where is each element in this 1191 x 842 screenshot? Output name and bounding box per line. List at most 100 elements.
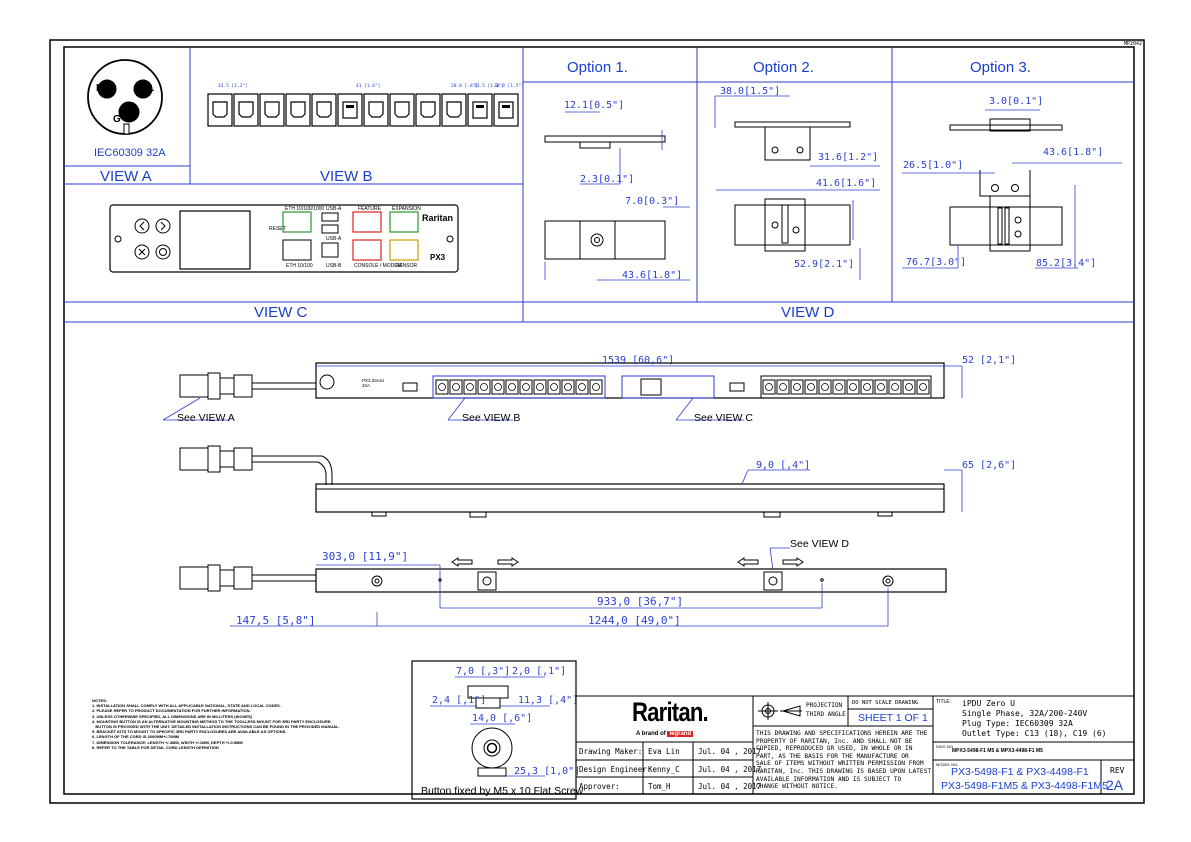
opt1-dim-3: 7.0[0.3"] [625, 196, 680, 207]
title-block-grid [575, 695, 1135, 795]
opt3-dim-5: 85.2[3.4"] [1036, 258, 1097, 269]
date-3: Jul. 04 , 2017 [698, 782, 762, 791]
projection-2: THIRD ANGLE [806, 711, 846, 718]
opt1-dim-2: 2.3[0.1"] [580, 174, 635, 185]
model-label: MODEL NO. [936, 762, 959, 767]
outlet-c13 [441, 93, 467, 127]
btn-dim-6: 25,3 [1,0"] [514, 766, 581, 777]
pdu-front-view [179, 362, 945, 400]
side-view-dims [741, 469, 963, 512]
btn-dim-5: 14,0 [,6"] [472, 713, 533, 724]
outlet-c13 [415, 93, 441, 127]
see-view-d: See VIEW D [790, 538, 849, 550]
title-lines: iPDU Zero U Single Phase, 32A/200-240V P… [962, 699, 1107, 738]
port-eth-100: ETH 10/100 [286, 263, 313, 269]
date-1: Jul. 04 , 2017 [698, 747, 762, 756]
option-1-dims [544, 111, 690, 281]
outlet-c13 [363, 93, 389, 127]
front-outlet [832, 379, 846, 395]
note-1: 1. INSTALLATION SHALL COMPLY WITH ALL AP… [92, 703, 281, 709]
dim-147: 147,5 [5,8"] [236, 614, 316, 627]
opt3-dim-1: 3.0[0.1"] [989, 96, 1044, 107]
port-console: CONSOLE / MODEM [354, 263, 402, 269]
back-view-dims [230, 547, 889, 627]
dim-933: 933,0 [36,7"] [597, 595, 684, 608]
panel-brand: Raritan [422, 213, 454, 223]
role-2: Design Engineer: [579, 765, 652, 774]
opt2-dim-3: 41.6[1.6"] [816, 178, 877, 189]
pdu-back-view [179, 557, 947, 593]
notes-title: NOTES: [92, 698, 108, 703]
option-2-title: Option 2. [753, 59, 814, 76]
view-b-label: VIEW B [320, 168, 373, 185]
front-outlet [547, 379, 561, 395]
front-outlet [888, 379, 902, 395]
front-outlet [776, 379, 790, 395]
front-outlet [818, 379, 832, 395]
opt3-dim-4: 76.7[3.0"] [906, 257, 967, 268]
option-1-drawing [544, 135, 666, 260]
company-logo: Raritan. [632, 697, 709, 727]
dim-depth: 52 [2,1"] [962, 355, 1017, 366]
dim-side-height: 65 [2,6"] [962, 460, 1017, 471]
pin-n: N [96, 83, 104, 94]
projection-1: PROJECTION [806, 702, 843, 709]
view-b-dim-3: 20.8 [.8"] [451, 84, 479, 89]
iec-plug-drawing [87, 59, 163, 135]
front-outlet [463, 379, 477, 395]
role-1: Drawing Maker: [579, 747, 643, 756]
outlet-c13 [207, 93, 233, 127]
legal-text: THIS DRAWING AND SPECIFICATIONS HEREIN A… [756, 730, 932, 791]
note-6: 6. LENGTH OF THE CORD IS 3000MM+/-70MM [92, 734, 180, 740]
note-5: 5. BRACKET KITS TO MOUNT TO SPECIFIC 3RD… [92, 729, 287, 735]
note-7: 7. DIMENSION TOLERANCE: LENGTH +/-3MM, W… [92, 739, 243, 745]
front-outlet [589, 379, 603, 395]
front-outlet [449, 379, 463, 395]
view-b-dim-1: 33.5 [1.3"] [218, 84, 248, 89]
port-expansion: EXPANSION [392, 206, 421, 212]
see-view-c: See VIEW C [694, 412, 753, 424]
controller-panel [109, 204, 459, 273]
btn-dim-2: 2,0 [,1"] [512, 666, 567, 677]
notes-block: NOTES: 1. INSTALLATION SHALL COMPLY WITH… [92, 698, 340, 750]
sheet-id: MP2042 [1123, 41, 1142, 47]
outlet-c13 [259, 93, 285, 127]
outlet-c19 [337, 93, 363, 127]
front-outlet [860, 379, 874, 395]
port-eth-1000: ETH 10/100/1000 [285, 206, 325, 212]
note-2: 2. PLEASE REFER TO PRODUCT DOCUMENTATION… [92, 708, 251, 714]
front-outlet [575, 379, 589, 395]
dim-total-length: 1539 [60,6"] [602, 355, 675, 366]
view-c-label: VIEW C [254, 304, 308, 321]
front-outlet [477, 379, 491, 395]
front-outlet [505, 379, 519, 395]
panel-model: PX3 [430, 253, 446, 262]
front-outlet [533, 379, 547, 395]
date-2: Jul. 04 , 2017 [698, 765, 762, 774]
opt1-dim-1: 12.1[0.5"] [564, 100, 625, 111]
note-4: 4. MOUNTING BUTTON IS AN ALTERNATIVE MOU… [92, 718, 332, 724]
port-feature: FEATURE [358, 206, 381, 212]
pin-g: G [113, 114, 121, 125]
front-outlet [902, 379, 916, 395]
rev-value: 2A [1106, 777, 1124, 793]
option-3-dims [902, 109, 1122, 269]
btn-dim-3: 2,4 [,1"] [432, 695, 487, 706]
projection-symbol [758, 702, 802, 720]
unit-label: PX3 ZeroU 32A [362, 378, 385, 388]
model-number-2: PX3-5498-F1M5 & PX3-4498-F1M5 [941, 780, 1108, 792]
outlet-c13 [311, 93, 337, 127]
dim-1244: 1244,0 [49,0"] [588, 614, 681, 627]
option-3-title: Option 3. [970, 59, 1031, 76]
name-3: Tom_H [648, 782, 671, 791]
front-outlet [561, 379, 575, 395]
top-view-grid [64, 47, 1134, 323]
port-reset: RESET [269, 226, 286, 232]
option-1-title: Option 1. [567, 59, 628, 76]
outlet-c13 [233, 93, 259, 127]
opt2-dim-4: 52.9[2.1"] [794, 259, 855, 270]
sheet-number: SHEET 1 OF 1 [858, 712, 928, 724]
outlet-c13 [389, 93, 415, 127]
view-d-label: VIEW D [781, 304, 835, 321]
button-detail-drawing [411, 660, 577, 800]
